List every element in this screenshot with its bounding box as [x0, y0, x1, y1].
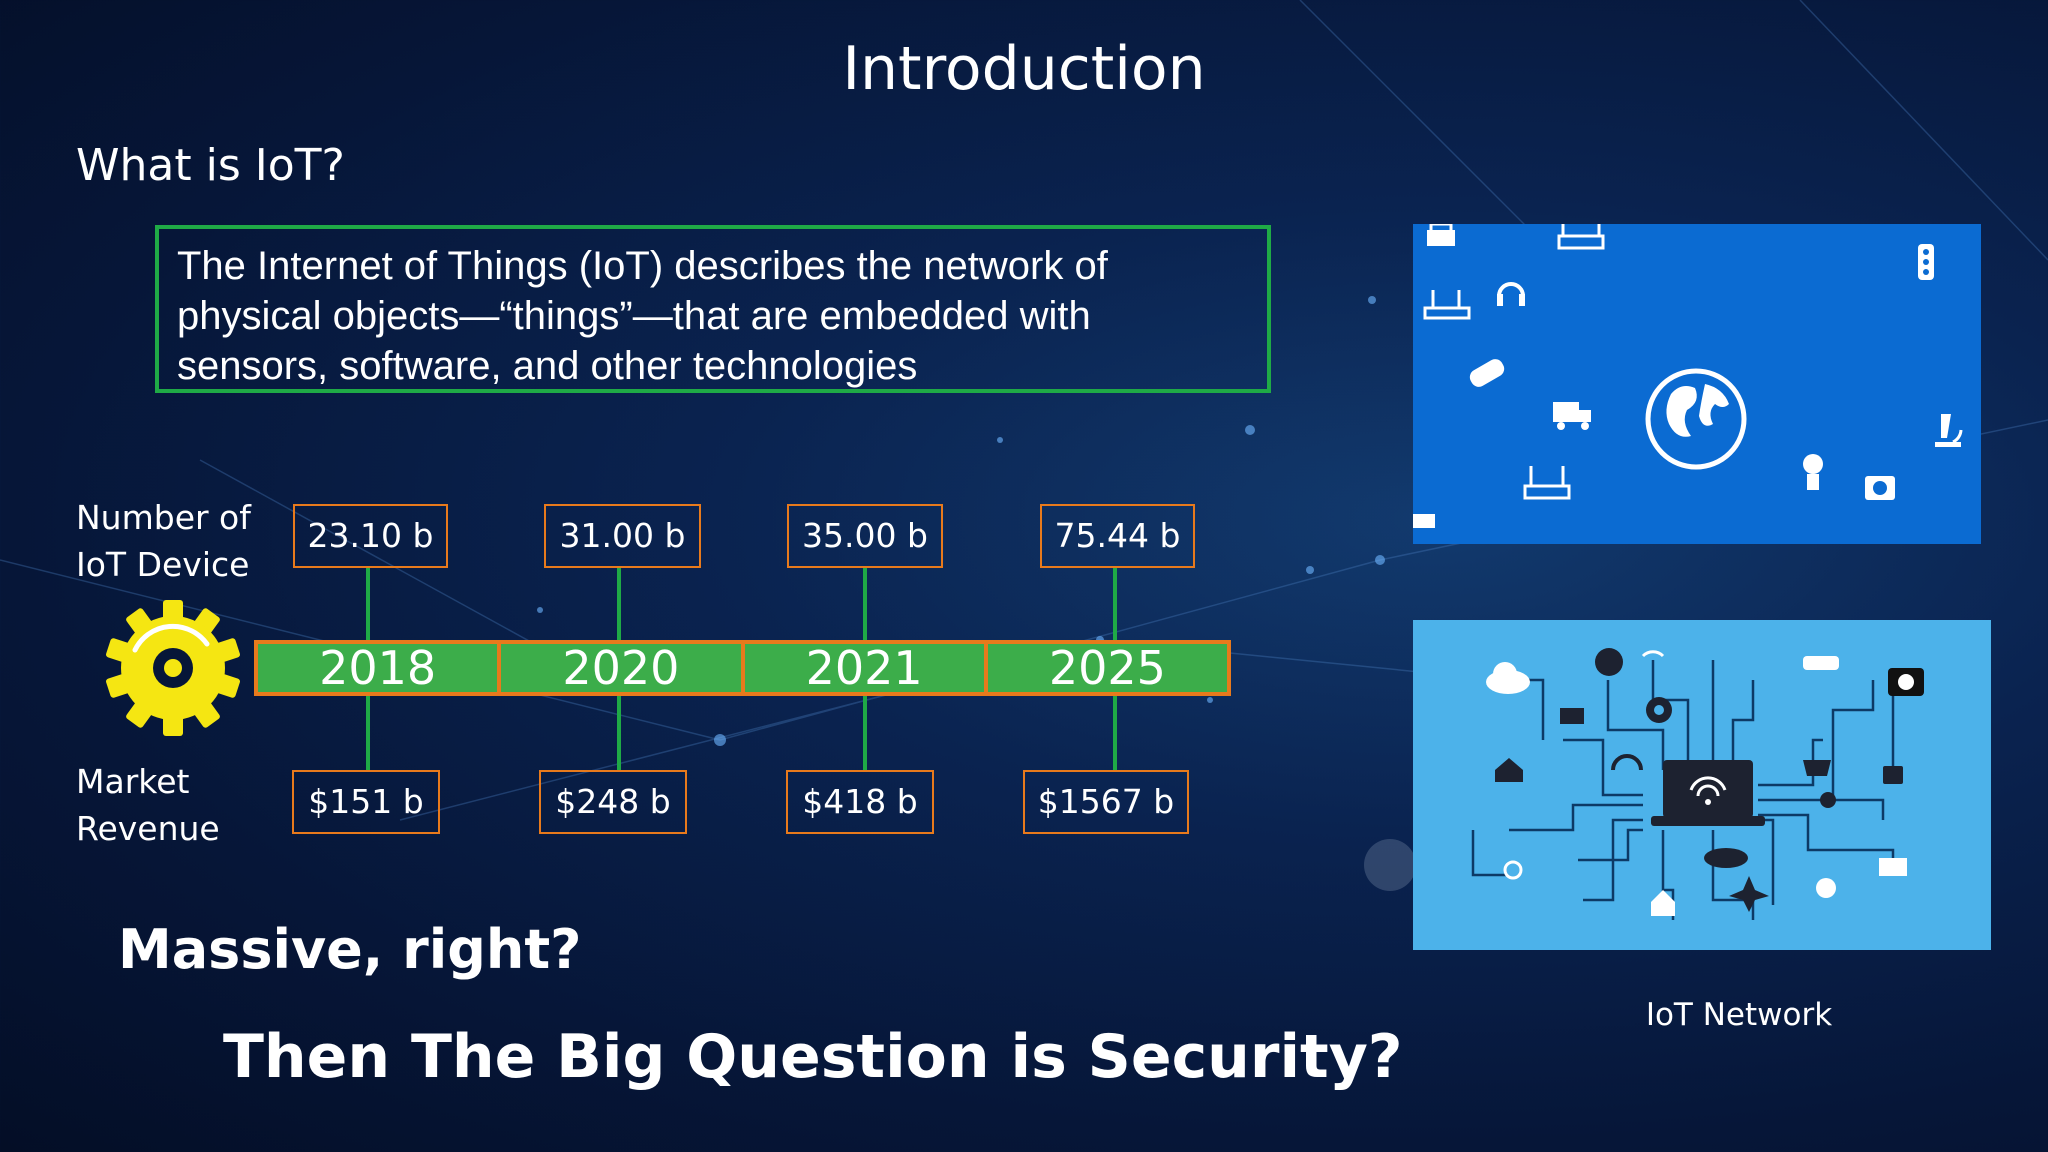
truck-icon: [1413, 514, 1435, 528]
cloud-icon: [1704, 848, 1748, 868]
connector-line: [1113, 568, 1117, 640]
gear-icon: [106, 600, 240, 736]
mail-icon: [1879, 858, 1907, 876]
car-icon: [1803, 656, 1839, 670]
slide-title: Introduction: [842, 34, 1206, 104]
home-icon: [1651, 890, 1675, 916]
revenue-box: $418 b: [786, 770, 934, 834]
image-caption: IoT Network: [1645, 997, 1833, 1033]
search-icon: [1503, 860, 1523, 880]
connector-line: [863, 696, 867, 770]
headset-icon: [1497, 282, 1525, 306]
iot-devices-image: [1413, 224, 1981, 544]
wifi-icon: [1641, 650, 1665, 658]
year-2021: 2021: [745, 644, 988, 692]
device-count-box: 35.00 b: [787, 504, 943, 568]
camera-icon: [1888, 668, 1924, 696]
device-count-box: 75.44 b: [1040, 504, 1195, 568]
globe-icon: [1645, 368, 1747, 470]
revenue-box: $248 b: [539, 770, 687, 834]
globe-icon: [1595, 648, 1623, 676]
mail-icon: [1560, 708, 1584, 724]
gamepad-icon: [1469, 359, 1505, 387]
pin-icon: [1820, 792, 1836, 808]
devices-label-line: Number of: [76, 498, 251, 537]
cart-icon: [1803, 760, 1831, 776]
revenue-box: $1567 b: [1023, 770, 1189, 834]
connector-line: [617, 696, 621, 770]
iot-network-illustration: [1471, 648, 1924, 920]
truck-icon: [1553, 402, 1591, 430]
iot-network-image: [1413, 620, 1991, 950]
connector-line: [1113, 696, 1117, 770]
security-question: Then The Big Question is Security?: [223, 1022, 1403, 1092]
devices-label-line: IoT Device: [76, 545, 250, 584]
router-icon: [1523, 466, 1571, 500]
definition-box: The Internet of Things (IoT) describes t…: [155, 225, 1271, 393]
connector-line: [863, 568, 867, 640]
headphones-icon: [1611, 754, 1643, 771]
medkit-icon: [1865, 476, 1895, 500]
lock-icon: [1883, 766, 1903, 784]
timeline-bar: 2018 2020 2021 2025: [254, 640, 1231, 696]
cloud-icon: [1486, 662, 1530, 694]
revenue-box: $151 b: [292, 770, 440, 834]
connector-line: [366, 568, 370, 640]
devices-label: Number of IoT Device: [76, 494, 251, 588]
massive-text: Massive, right?: [118, 918, 582, 981]
traffic-light-icon: [1918, 244, 1934, 280]
plane-icon: [1729, 876, 1769, 912]
revenue-label-line: Market: [76, 762, 190, 801]
revenue-label: Market Revenue: [76, 758, 220, 852]
bulb-icon: [1803, 454, 1823, 490]
year-2018: 2018: [258, 644, 502, 692]
iot-devices-illustration: [1413, 224, 1963, 528]
connector-line: [366, 696, 370, 770]
microscope-icon: [1935, 414, 1963, 447]
device-count-box: 23.10 b: [293, 504, 448, 568]
bulb-icon: [1816, 878, 1836, 898]
year-2025: 2025: [1048, 641, 1166, 695]
section-heading: What is IoT?: [76, 140, 345, 191]
gear-icon: [1646, 697, 1672, 723]
device-count-box: 31.00 b: [544, 504, 701, 568]
connector-line: [617, 568, 621, 640]
router-icon: [1423, 290, 1471, 320]
laptop-icon: [1651, 760, 1765, 826]
router-icon: [1557, 224, 1605, 250]
revenue-label-line: Revenue: [76, 809, 220, 848]
printer-icon: [1427, 224, 1455, 246]
year-2020: 2020: [501, 644, 745, 692]
home-icon: [1495, 758, 1523, 782]
